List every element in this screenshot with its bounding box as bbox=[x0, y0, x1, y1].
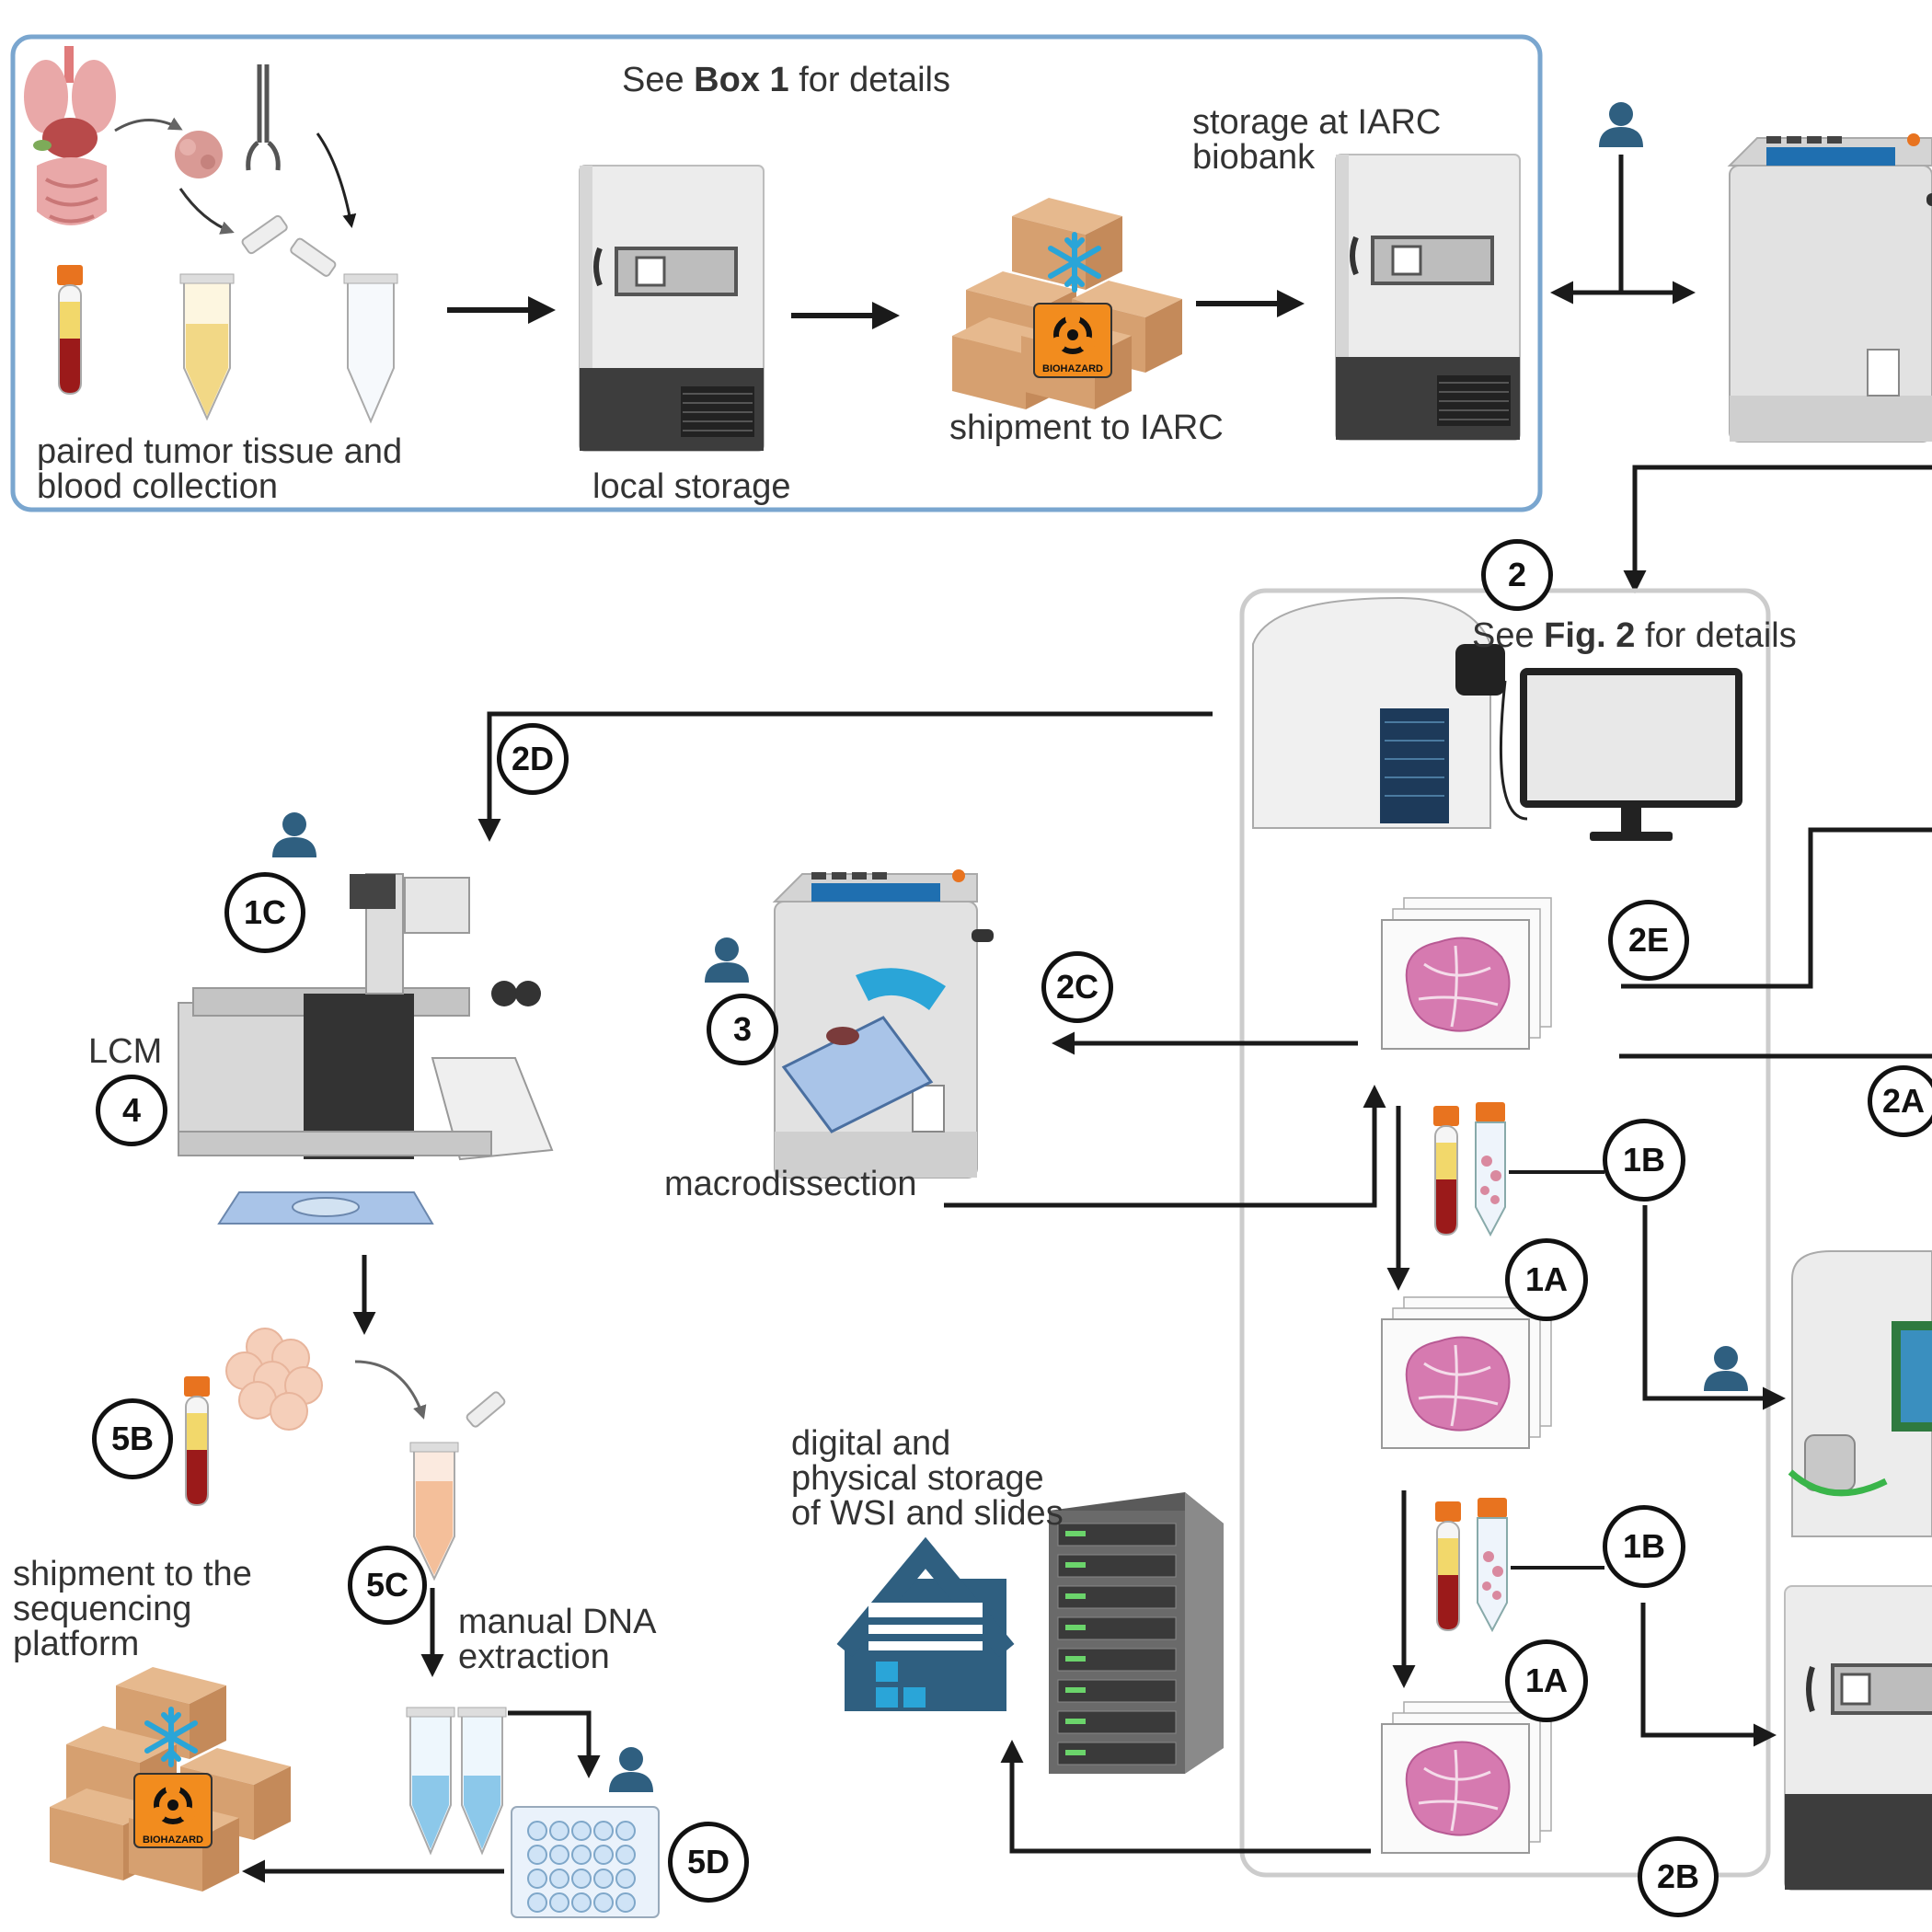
sequencer-icon bbox=[1788, 1250, 1932, 1537]
tissue-icon bbox=[175, 131, 223, 178]
collection-label: paired tumor tissue and blood collection bbox=[37, 432, 403, 506]
step-4-badge: 4 bbox=[96, 1075, 167, 1146]
manual-dna-label: manual DNA extraction bbox=[458, 1603, 657, 1676]
step-2e-badge: 2E bbox=[1608, 900, 1689, 981]
shipment-label: shipment to IARC bbox=[949, 408, 1224, 447]
step-1c-badge: 1C bbox=[224, 872, 305, 953]
microscope-icon bbox=[178, 873, 554, 1225]
tissue-slide-icon bbox=[1380, 1700, 1553, 1855]
forceps-icon bbox=[246, 64, 281, 171]
step-1b-badge: 1B bbox=[1603, 1119, 1685, 1202]
step-5d-badge: 5D bbox=[668, 1822, 749, 1903]
cryostat-icon bbox=[1729, 132, 1932, 443]
svg-text:BIOHAZARD: BIOHAZARD bbox=[1042, 363, 1103, 374]
blood-tube-icon bbox=[183, 1375, 211, 1506]
well-plate-icon bbox=[511, 1806, 660, 1918]
tissue-slide-icon bbox=[1380, 1295, 1553, 1450]
step-2c-badge: 2C bbox=[1041, 951, 1113, 1023]
freezer-icon bbox=[1336, 155, 1520, 440]
blood-tube-icon bbox=[1434, 1501, 1462, 1631]
sample-tube-icon bbox=[409, 1391, 506, 1581]
box1-frame bbox=[10, 34, 1543, 512]
slide-scanner-icon bbox=[1252, 596, 1505, 829]
blood-tube-icon bbox=[56, 264, 84, 395]
person-icon bbox=[1599, 102, 1643, 147]
local-storage-label: local storage bbox=[592, 467, 791, 506]
step-5c-badge: 5C bbox=[348, 1546, 427, 1625]
sample-tube-icon bbox=[1475, 1101, 1506, 1236]
biobank-label: storage at IARC biobank bbox=[1192, 103, 1442, 177]
person-icon bbox=[609, 1747, 653, 1792]
fig2-header: See Fig. 2 for details bbox=[1472, 616, 1797, 655]
step-2b-badge: 2B bbox=[1638, 1836, 1719, 1917]
step-2d-badge: 2D bbox=[497, 723, 569, 795]
freezer-icon bbox=[580, 166, 764, 451]
sample-tube-icon bbox=[1477, 1497, 1508, 1631]
storage-wsi-label: digital and physical storage of WSI and … bbox=[791, 1424, 1064, 1533]
sample-tube-icon bbox=[179, 214, 288, 421]
step-1b-badge: 1B bbox=[1603, 1505, 1685, 1588]
svg-text:BIOHAZARD: BIOHAZARD bbox=[143, 1834, 203, 1846]
server-rack-icon bbox=[1049, 1492, 1224, 1774]
step-1a-badge: 1A bbox=[1505, 1238, 1588, 1321]
person-icon bbox=[1704, 1346, 1748, 1391]
step-1a-badge: 1A bbox=[1505, 1639, 1588, 1722]
organs-icon bbox=[24, 46, 116, 225]
step-2-badge: 2 bbox=[1481, 539, 1553, 611]
sample-tube-icon bbox=[290, 237, 398, 424]
step-2a-badge: 2A bbox=[1868, 1065, 1932, 1137]
freezer-icon bbox=[1784, 1585, 1932, 1891]
lcm-label: LCM bbox=[88, 1032, 163, 1071]
monitor-icon bbox=[1499, 668, 1742, 841]
tissue-slide-icon bbox=[1380, 896, 1553, 1051]
sample-tube-icon bbox=[406, 1707, 455, 1856]
person-icon bbox=[705, 937, 749, 983]
blood-tube-icon bbox=[1432, 1105, 1460, 1236]
shipment-seq-label: shipment to the sequencing platform bbox=[13, 1555, 252, 1663]
macrodissection-label: macrodissection bbox=[664, 1165, 917, 1203]
step-5b-badge: 5B bbox=[92, 1398, 173, 1479]
warehouse-icon bbox=[836, 1536, 1015, 1711]
step-3-badge: 3 bbox=[707, 994, 778, 1065]
slide-tray bbox=[781, 968, 946, 1133]
sample-tube-icon bbox=[457, 1707, 507, 1856]
box1-header: See Box 1 for details bbox=[622, 61, 950, 99]
person-icon bbox=[272, 812, 316, 857]
cells-icon bbox=[225, 1328, 323, 1431]
